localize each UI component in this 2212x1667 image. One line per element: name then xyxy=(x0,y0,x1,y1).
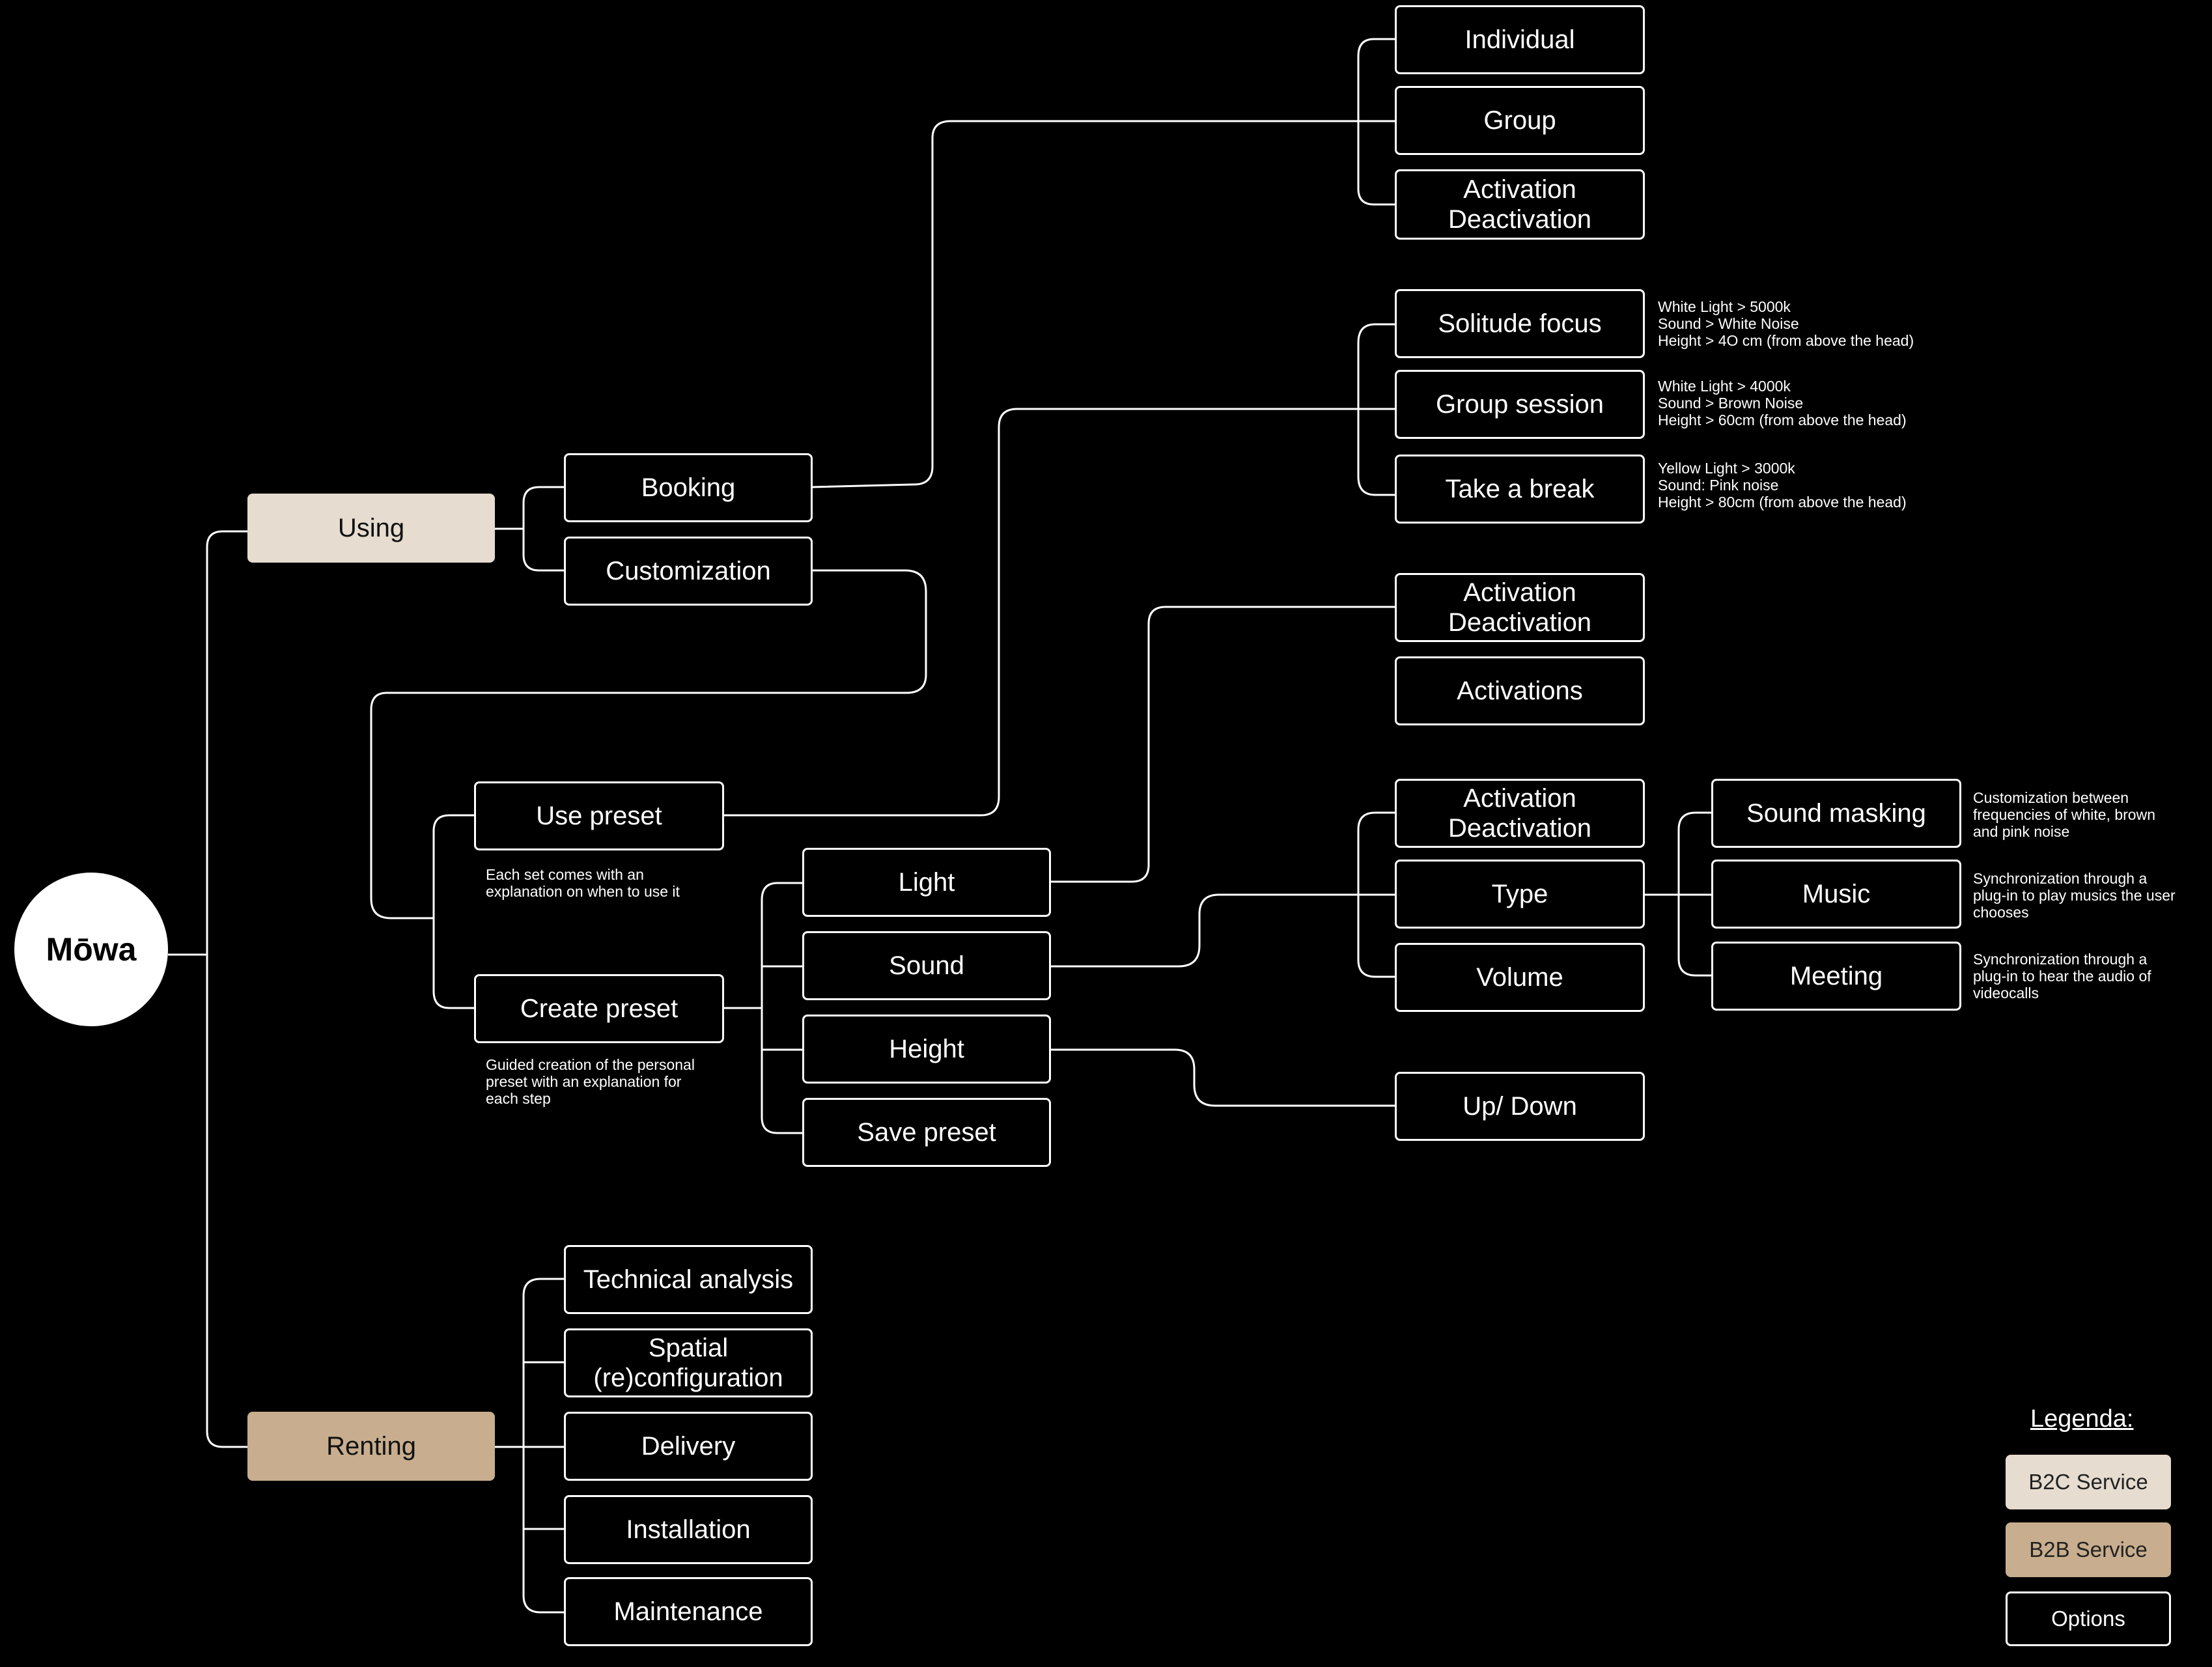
use-preset-note: Each set comes with an explanation on wh… xyxy=(486,866,680,900)
solitude-focus-note: White Light > 5000k Sound > White Noise … xyxy=(1658,298,1914,349)
activations-node: Activations xyxy=(1395,656,1645,725)
booking-connector xyxy=(812,120,1395,488)
meeting-note: Synchronization through a plug-in to hea… xyxy=(1973,951,2151,1002)
delivery-node: Delivery xyxy=(564,1412,813,1481)
light-activation-node: Activation Deactivation xyxy=(1395,573,1645,642)
using-connector xyxy=(495,486,564,572)
music-node: Music xyxy=(1711,860,1961,929)
sound-masking-node: Sound masking xyxy=(1711,779,1961,848)
booking-activation-label: Activation xyxy=(1463,175,1576,204)
sound-deactivation-label: Deactivation xyxy=(1448,814,1592,843)
music-note: Synchronization through a plug-in to pla… xyxy=(1973,870,2176,921)
sound-activation-label: Activation xyxy=(1463,784,1576,813)
legend-title: Legenda: xyxy=(2030,1405,2134,1433)
meeting-node: Meeting xyxy=(1711,942,1961,1011)
use-preset-node: Use preset xyxy=(474,781,724,850)
group-node: Group xyxy=(1395,86,1645,155)
up-down-node: Up/ Down xyxy=(1395,1072,1645,1141)
legend-b2c: B2C Service xyxy=(2006,1455,2171,1509)
light-node: Light xyxy=(802,848,1051,917)
legend-options: Options xyxy=(2006,1591,2171,1646)
individual-node: Individual xyxy=(1395,5,1645,74)
maintenance-node: Maintenance xyxy=(564,1577,813,1646)
installation-node: Installation xyxy=(564,1495,813,1564)
preset-bracket xyxy=(432,814,474,1009)
take-a-break-note: Yellow Light > 3000k Sound: Pink noise H… xyxy=(1658,460,1907,511)
technical-analysis-node: Technical analysis xyxy=(564,1245,813,1314)
use-preset-connector xyxy=(724,408,1395,817)
light-connector xyxy=(1051,606,1395,883)
sound-node: Sound xyxy=(802,931,1051,1000)
root-connector xyxy=(168,530,247,1448)
sound-activation-node: Activation Deactivation xyxy=(1395,779,1645,848)
booking-node: Booking xyxy=(564,453,813,522)
create-preset-note: Guided creation of the personal preset w… xyxy=(486,1056,695,1107)
renting-children-bracket xyxy=(522,1278,564,1614)
height-node: Height xyxy=(802,1015,1051,1084)
spatial-label: Spatial xyxy=(648,1334,729,1362)
legend-b2b: B2B Service xyxy=(2006,1522,2171,1577)
light-deactivation-label: Deactivation xyxy=(1448,608,1592,637)
light-activation-label: Activation xyxy=(1463,578,1576,607)
customization-node: Customization xyxy=(564,537,813,606)
booking-activation-node: Activation Deactivation xyxy=(1395,169,1645,240)
volume-node: Volume xyxy=(1395,943,1645,1012)
booking-deactivation-label: Deactivation xyxy=(1448,205,1592,234)
type-children-bracket xyxy=(1677,811,1711,977)
sound-connector xyxy=(1051,893,1395,968)
sound-children-bracket xyxy=(1357,811,1395,978)
save-preset-node: Save preset xyxy=(802,1098,1051,1167)
renting-node: Renting xyxy=(247,1412,495,1481)
type-node: Type xyxy=(1395,860,1645,929)
create-preset-node: Create preset xyxy=(474,974,724,1043)
spatial-reconfiguration-node: Spatial (re)configuration xyxy=(564,1328,813,1397)
booking-children-bracket xyxy=(1357,38,1395,206)
solitude-focus-node: Solitude focus xyxy=(1395,289,1645,358)
group-session-note: White Light > 4000k Sound > Brown Noise … xyxy=(1658,378,1907,428)
reconfiguration-label: (re)configuration xyxy=(593,1364,783,1392)
take-a-break-node: Take a break xyxy=(1395,455,1645,524)
root-node: Mōwa xyxy=(14,873,168,1026)
sound-masking-note: Customization between frequencies of whi… xyxy=(1973,789,2155,840)
group-session-node: Group session xyxy=(1395,370,1645,439)
customization-connector xyxy=(370,569,927,919)
using-node: Using xyxy=(247,494,495,563)
create-children-bracket xyxy=(761,882,802,1134)
height-connector xyxy=(1051,1048,1395,1107)
preset-group-bracket xyxy=(1357,323,1395,496)
